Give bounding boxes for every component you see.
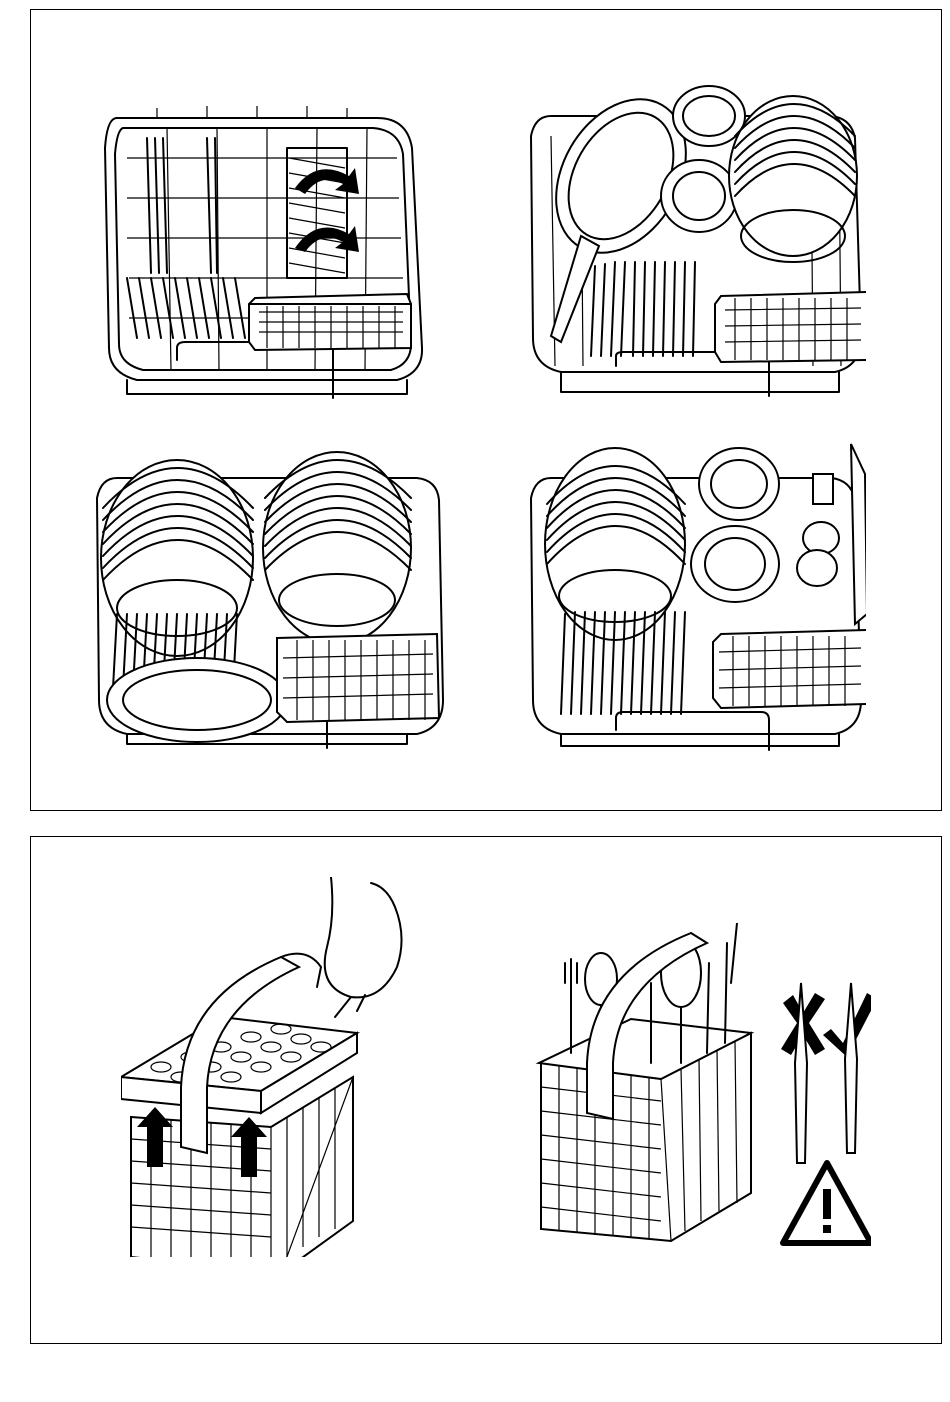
basket-illustration-1	[121, 877, 431, 1257]
figure-pans-and-plates	[521, 76, 866, 406]
figure-plates-and-cups	[521, 434, 866, 754]
basket-illustration-2	[531, 923, 871, 1263]
rack-illustration-4	[521, 434, 866, 754]
figure-basket-loaded	[531, 923, 871, 1263]
rack-illustration-2	[521, 76, 866, 406]
rack-illustration-3	[77, 438, 457, 754]
bottom-illustration-panel	[30, 836, 942, 1344]
warning-triangle-icon	[783, 1163, 871, 1243]
top-illustration-panel	[30, 9, 942, 811]
figure-plates	[77, 438, 457, 754]
rack-illustration-1	[77, 98, 457, 408]
figure-basket-lift-grid	[121, 877, 431, 1257]
figure-empty-rack	[77, 98, 457, 408]
